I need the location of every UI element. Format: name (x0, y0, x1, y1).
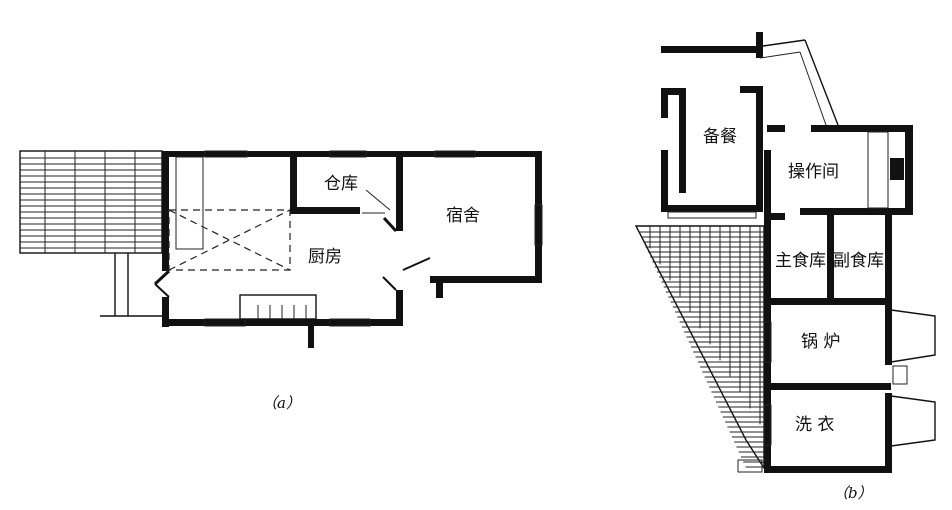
label-operation-room: 操作间 (788, 162, 839, 182)
plan-a-hatched-canopy (19, 150, 163, 317)
plan-b-hatched-area (634, 225, 765, 471)
plan-b: 备餐 操作间 主食库 副食库 锅 炉 洗 衣 （b） (634, 32, 936, 502)
label-staple-store: 主食库 (775, 251, 826, 271)
plan-a-doors (153, 212, 431, 298)
label-kitchen: 厨房 (308, 247, 342, 267)
plan-b-annex (737, 309, 936, 473)
plan-b-passage (667, 39, 889, 219)
caption-b: （b） (833, 484, 873, 502)
label-side-store: 副食库 (833, 251, 884, 271)
plan-a: 仓库 厨房 宿舍 （a） (19, 150, 543, 412)
label-pantry: 备餐 (703, 127, 737, 147)
plan-b-walls (661, 32, 913, 473)
caption-a: （a） (262, 394, 301, 412)
plan-a-counter (239, 294, 317, 320)
plan-a-windows (204, 150, 543, 327)
label-laundry: 洗 衣 (795, 415, 834, 435)
plan-a-dashed-zone (168, 156, 291, 271)
label-storage: 仓库 (324, 174, 358, 194)
label-dormitory: 宿舍 (446, 206, 480, 226)
plan-a-walls (162, 151, 542, 348)
label-boiler: 锅 炉 (801, 332, 840, 352)
